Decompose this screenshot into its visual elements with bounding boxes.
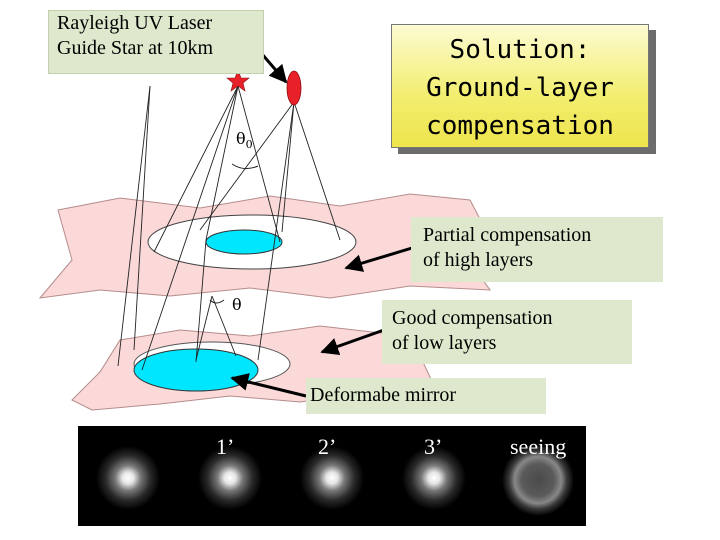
good-label-line1: Good compensation xyxy=(392,307,553,329)
theta0-subscript: 0 xyxy=(246,138,253,151)
psf-3arcmin xyxy=(402,446,466,510)
partial-label-line1: Partial compensation xyxy=(423,224,592,246)
theta0-symbol: θ xyxy=(236,129,246,148)
psf-seeing xyxy=(502,444,574,516)
partial-label-line2: of high layers xyxy=(423,249,533,271)
beam-cone-lines xyxy=(117,85,341,371)
rayleigh-label-line1: Rayleigh UV Laser xyxy=(57,12,213,34)
theta-arc xyxy=(209,299,225,304)
solution-line3: compensation xyxy=(426,111,614,141)
good-label-line2: of low layers xyxy=(392,332,497,354)
solution-box: Solution: Ground-layer compensation xyxy=(391,24,649,148)
psf-label-1arcmin: 1’ xyxy=(216,434,235,459)
psf-2arcmin xyxy=(300,446,364,510)
mirror-label-text: Deformabe mirror xyxy=(310,384,457,406)
ellipse-star-icon xyxy=(286,70,302,106)
psf-guide xyxy=(96,446,160,510)
good-compensation-label: Good compensation of low layers xyxy=(382,300,632,364)
solution-line1: Solution: xyxy=(449,35,591,65)
psf-label-2arcmin: 2’ xyxy=(318,434,337,459)
theta0-label: θ0 xyxy=(236,129,253,151)
star-icon xyxy=(226,69,250,92)
deformable-mirror-label: Deformabe mirror xyxy=(306,378,546,414)
partial-compensation-label: Partial compensation of high layers xyxy=(411,217,663,282)
psf-label-3arcmin: 3’ xyxy=(424,434,443,459)
guide-star-beam-footprint xyxy=(205,229,283,255)
psf-label-seeing: seeing xyxy=(510,434,567,459)
theta0-arc xyxy=(231,163,259,170)
theta-label: θ xyxy=(232,295,242,314)
deformable-mirror xyxy=(133,348,259,392)
solution-line2: Ground-layer xyxy=(426,73,614,103)
psf-image-strip xyxy=(78,426,586,526)
rayleigh-label-line2: Guide Star at 10km xyxy=(57,37,214,59)
psf-1arcmin xyxy=(198,446,262,510)
psf-image-svg xyxy=(96,444,574,516)
rayleigh-guide-star-label: Rayleigh UV Laser Guide Star at 10km xyxy=(48,10,264,74)
